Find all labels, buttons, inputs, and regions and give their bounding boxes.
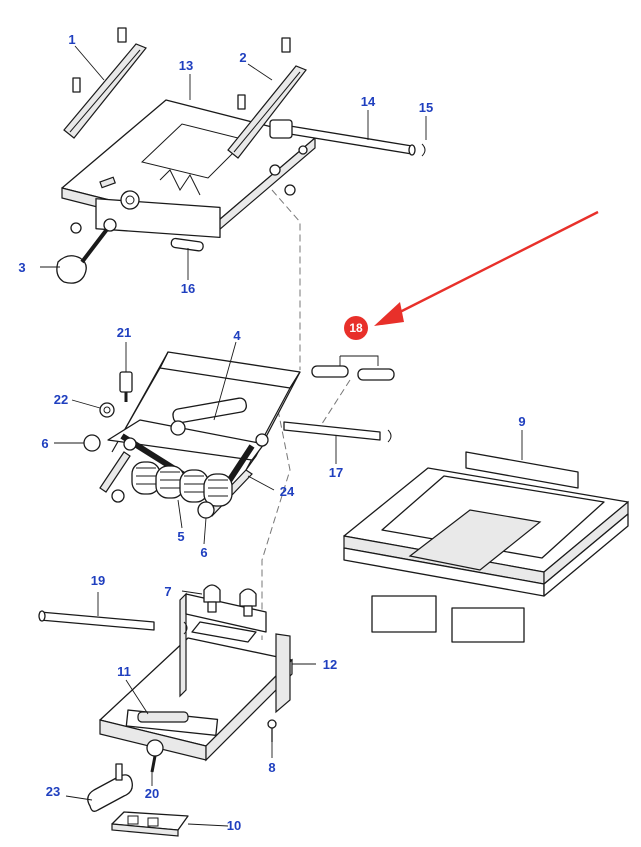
part-22-nut <box>99 402 115 418</box>
part-8-screw <box>267 719 277 742</box>
callout-10[interactable]: 10 <box>227 818 241 833</box>
callout-15[interactable]: 15 <box>419 100 433 115</box>
alignment-guides <box>261 189 351 640</box>
callout-5[interactable]: 5 <box>177 529 184 544</box>
callout-1[interactable]: 1 <box>68 32 75 47</box>
part-20-spindle <box>146 739 164 773</box>
part-1-left-rail <box>63 27 147 139</box>
callout-24[interactable]: 24 <box>280 484 295 499</box>
callout-4[interactable]: 4 <box>233 328 241 343</box>
part-4-damper <box>170 397 248 436</box>
part-5-springs <box>131 461 233 507</box>
part-2-right-rail <box>227 37 307 159</box>
part-11-spring-bar <box>137 711 189 723</box>
part-23-knob <box>87 763 133 812</box>
callout-6b[interactable]: 6 <box>200 545 207 560</box>
part-6-rollers <box>83 433 269 519</box>
callout-8[interactable]: 8 <box>268 760 275 775</box>
callout-13[interactable]: 13 <box>179 58 193 73</box>
callout-21[interactable]: 21 <box>117 325 131 340</box>
callout-18[interactable]: 18 <box>349 321 363 335</box>
callout-23[interactable]: 23 <box>46 784 60 799</box>
part-15-clip <box>421 143 426 157</box>
callout-17[interactable]: 17 <box>329 465 343 480</box>
callout-20[interactable]: 20 <box>145 786 159 801</box>
callout-16[interactable]: 16 <box>181 281 195 296</box>
part-10-latch <box>111 811 189 837</box>
callout-3[interactable]: 3 <box>18 260 25 275</box>
callout-7[interactable]: 7 <box>164 584 171 599</box>
callout-22[interactable]: 22 <box>54 392 68 407</box>
part-17-rod <box>283 421 392 443</box>
callout-18-highlight[interactable]: 18 <box>344 316 368 340</box>
part-3-knob <box>56 218 117 284</box>
callout-14[interactable]: 14 <box>361 94 376 109</box>
callout-6a[interactable]: 6 <box>41 436 48 451</box>
callout-12[interactable]: 12 <box>323 657 337 672</box>
part-18-bushings <box>311 365 395 381</box>
callout-11[interactable]: 11 <box>117 664 131 679</box>
part-14-rod <box>269 119 416 156</box>
highlight-arrow <box>374 210 599 326</box>
callout-19[interactable]: 19 <box>91 573 105 588</box>
part-9-base-frame <box>343 451 629 643</box>
callout-9[interactable]: 9 <box>518 414 525 429</box>
part-21-bolt <box>119 371 133 402</box>
leader-lines <box>40 45 523 827</box>
part-16-pin <box>170 237 204 252</box>
part-19-rod <box>38 610 188 635</box>
callout-labels: 1 2 3 4 5 6 6 7 8 9 10 11 12 13 14 15 16… <box>18 32 525 833</box>
callout-2[interactable]: 2 <box>239 50 246 65</box>
part-7-rubber-stops <box>203 584 257 617</box>
